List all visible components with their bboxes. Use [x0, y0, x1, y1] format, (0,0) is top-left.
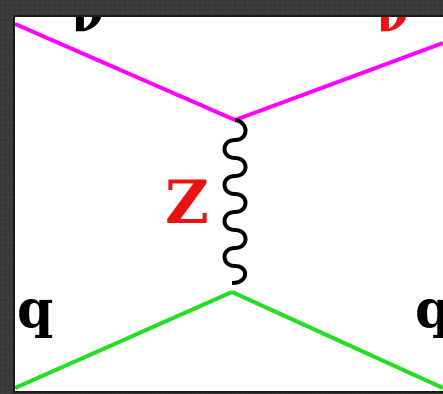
quark-incoming-line [15, 290, 233, 390]
diagram-panel: ν ν Z q q [13, 15, 443, 393]
feynman-diagram: ν ν Z q q [15, 17, 443, 390]
quark-outgoing-line [231, 290, 443, 390]
neutrino-incoming-line [15, 22, 236, 122]
quark-label-left: q [17, 279, 53, 340]
quark-label-right: q [415, 279, 443, 340]
z-boson-label: Z [165, 168, 209, 238]
neutrino-label-left: ν [71, 17, 103, 42]
z-boson-propagator [222, 118, 248, 285]
neutrino-label-right: ν [376, 17, 408, 42]
neutrino-outgoing-line [234, 41, 443, 122]
